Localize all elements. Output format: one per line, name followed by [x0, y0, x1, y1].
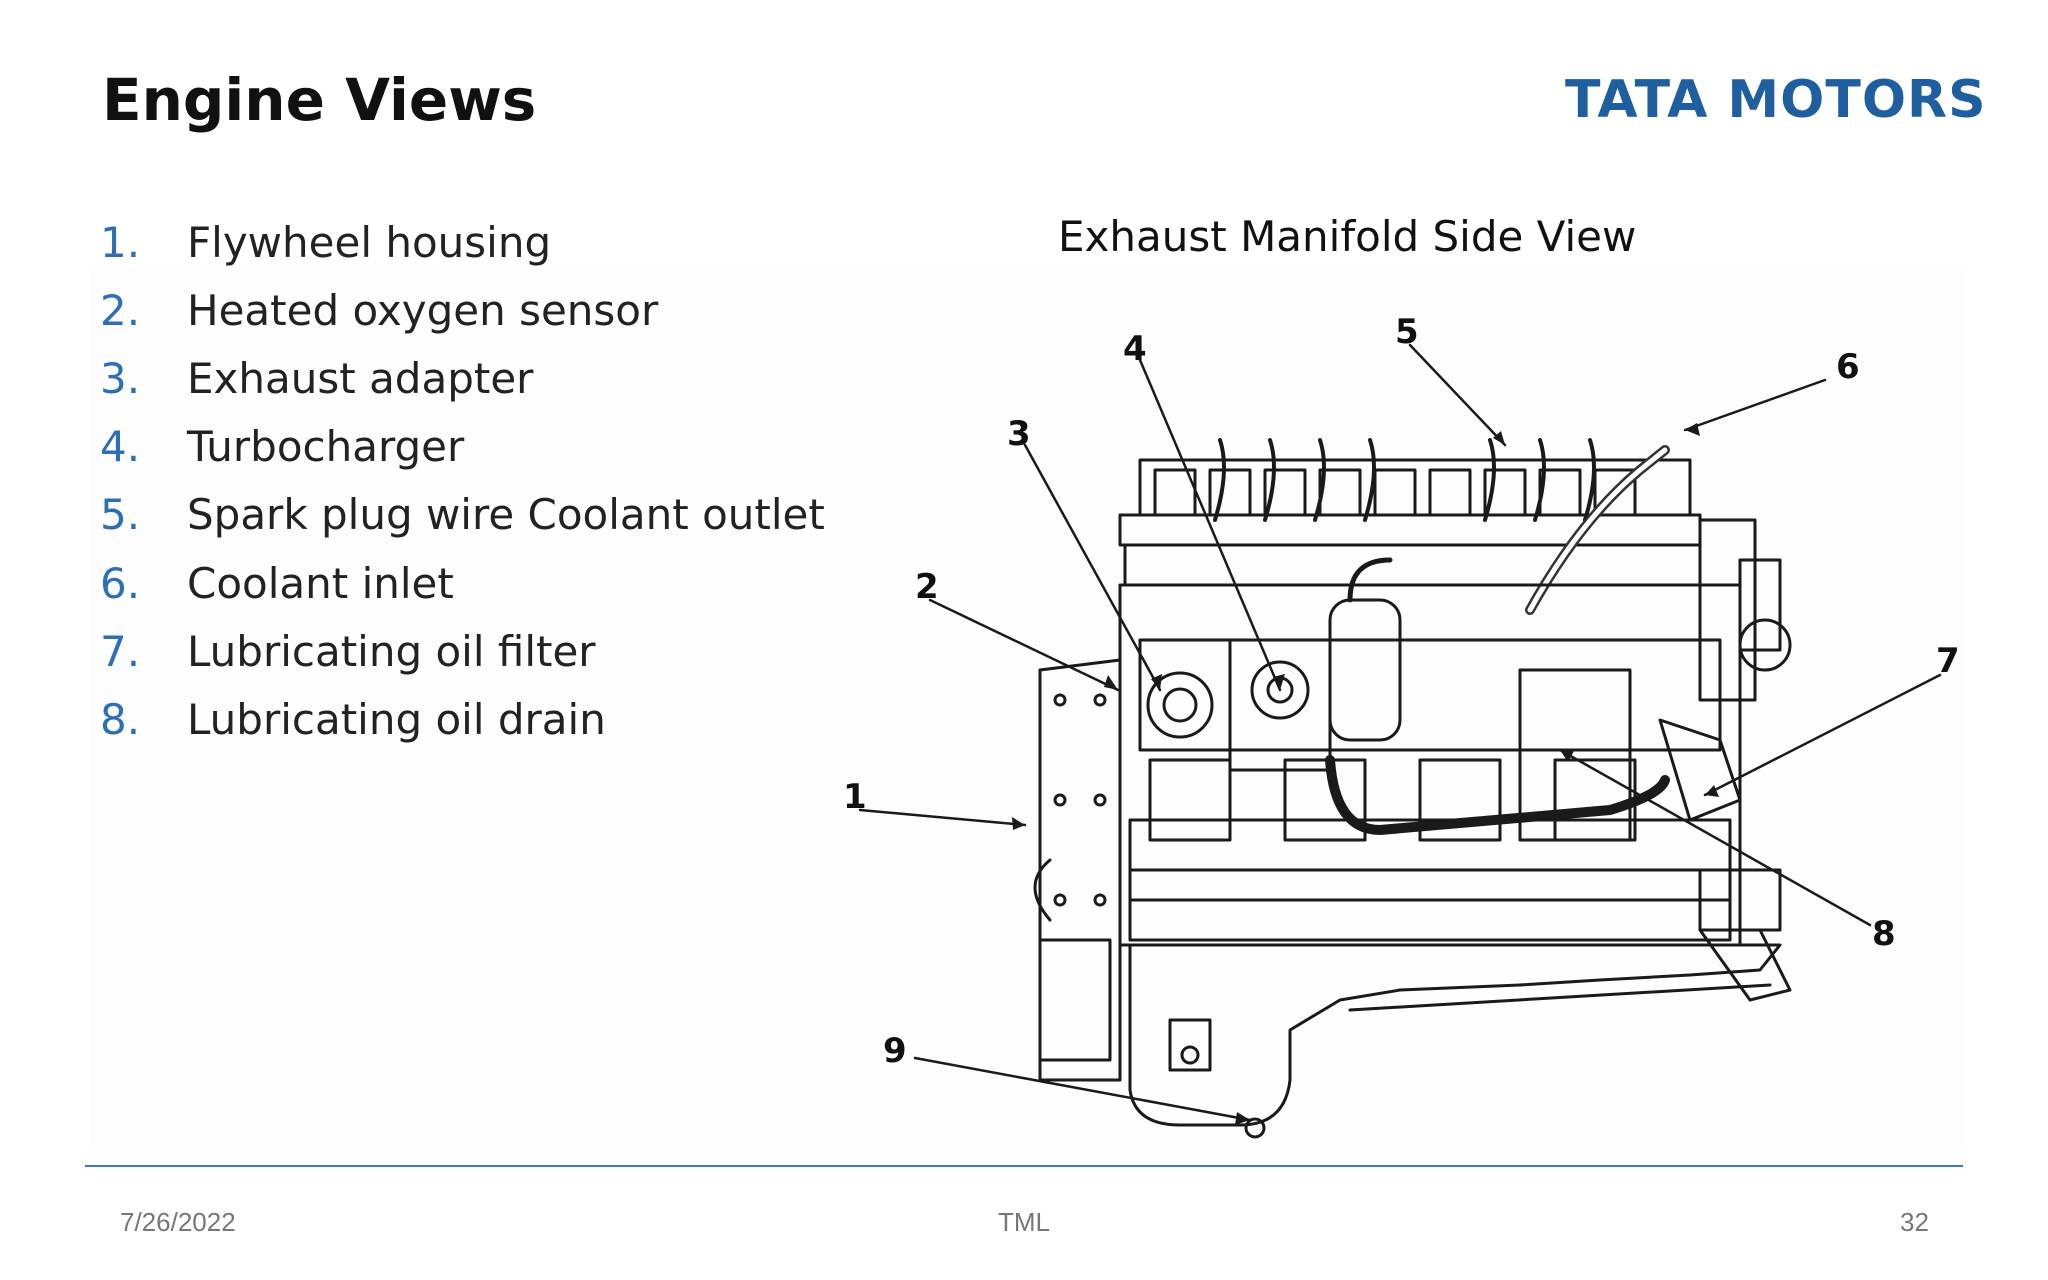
- exhaust-adapter: [1146, 671, 1214, 739]
- callout-8: 8: [1872, 914, 1896, 954]
- callout-3: 3: [1007, 414, 1031, 454]
- tata-motors-logo: TATA MOTORS: [1565, 70, 1987, 130]
- list-item: 8. Lubricating oil drain: [100, 685, 825, 753]
- accessory-brackets: [1698, 518, 1792, 1002]
- list-item: 5. Spark plug wire Coolant outlet: [100, 481, 825, 549]
- oil-drain-pipe: [1325, 755, 1670, 835]
- valve-cover: [1118, 458, 1702, 587]
- callout-9: 9: [883, 1031, 907, 1071]
- list-label: Lubricating oil filter: [187, 626, 596, 676]
- list-number: 6.: [100, 558, 141, 608]
- list-item: 4. Turbocharger: [100, 413, 825, 481]
- list-item: 6. Coolant inlet: [100, 549, 825, 617]
- callout-labels: 1 2 3 4 5 6 7 8 9: [843, 312, 1960, 1071]
- list-label: Turbocharger: [187, 422, 465, 472]
- callout-4: 4: [1123, 329, 1147, 369]
- diagram-background: [90, 270, 1965, 1150]
- list-number: 5.: [100, 490, 141, 540]
- list-label: Heated oxygen sensor: [187, 285, 659, 335]
- list-number: 2.: [100, 285, 141, 335]
- turbocharger: [1228, 557, 1402, 772]
- footer-center-text: TML: [998, 1207, 1050, 1237]
- list-number: 3.: [100, 353, 141, 403]
- footer-divider: [85, 1165, 1963, 1167]
- list-item: 2. Heated oxygen sensor: [100, 276, 825, 344]
- callout-7: 7: [1936, 641, 1960, 681]
- parts-list: 1. Flywheel housing 2. Heated oxygen senso…: [100, 208, 825, 754]
- spark-plug-wires: [1213, 438, 1596, 522]
- callout-arrowheads: [1012, 423, 1719, 1125]
- list-number: 4.: [100, 422, 141, 472]
- callout-1: 1: [843, 777, 867, 817]
- diagram-caption: Exhaust Manifold Side View: [1058, 212, 1637, 261]
- list-number: 1.: [100, 217, 141, 267]
- callout-2: 2: [915, 567, 939, 607]
- list-number: 7.: [100, 626, 141, 676]
- slide-title: Engine Views: [102, 66, 537, 134]
- oil-filter: [1518, 668, 1742, 842]
- flywheel-housing: [1033, 658, 1122, 1082]
- list-item: 7. Lubricating oil filter: [100, 617, 825, 685]
- list-label: Coolant inlet: [187, 558, 454, 608]
- callout-6: 6: [1836, 347, 1860, 387]
- list-label: Exhaust adapter: [187, 353, 534, 403]
- list-number: 8.: [100, 694, 141, 744]
- footer-date: 7/26/2022: [120, 1207, 236, 1237]
- page-number: 32: [1900, 1207, 1929, 1237]
- list-label: Flywheel housing: [187, 217, 552, 267]
- oil-pan: [1128, 943, 1782, 1139]
- callout-leader-lines: [858, 343, 1942, 1122]
- callout-5: 5: [1395, 312, 1419, 352]
- list-item: 1. Flywheel housing: [100, 208, 825, 276]
- list-label: Lubricating oil drain: [187, 694, 606, 744]
- list-item: 3. Exhaust adapter: [100, 344, 825, 412]
- cylinder-block: [1118, 583, 1742, 947]
- list-label: Spark plug wire Coolant outlet: [187, 490, 825, 540]
